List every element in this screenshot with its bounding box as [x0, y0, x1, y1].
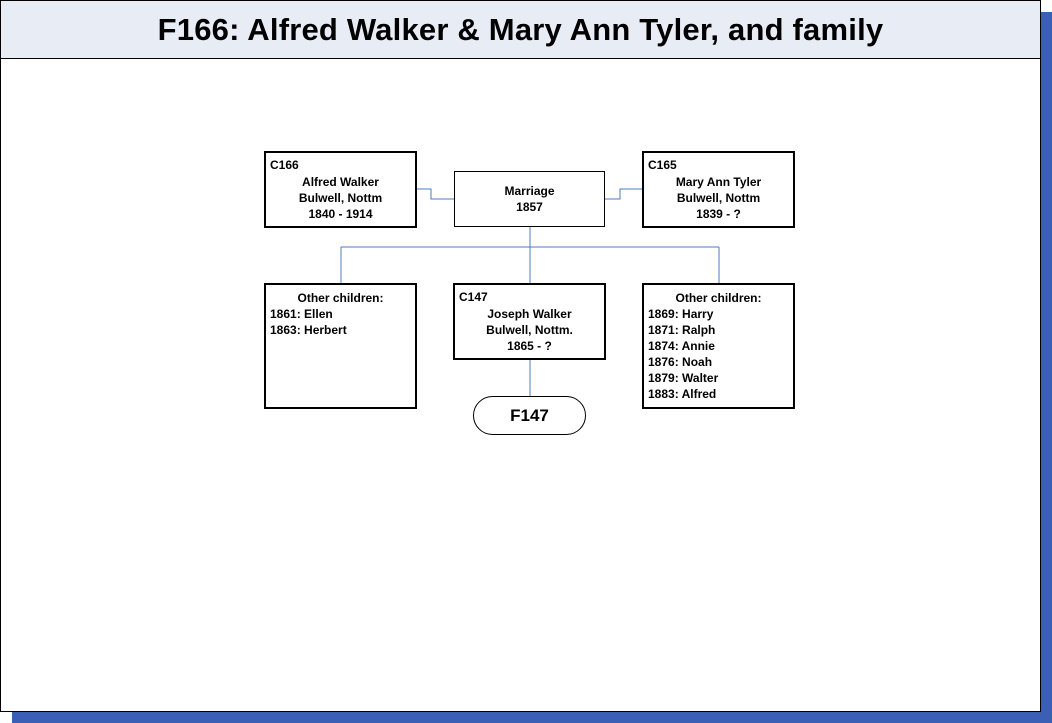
wife-name: Mary Ann Tyler	[675, 175, 762, 189]
list-item: 1883: Alfred	[648, 387, 717, 401]
other-children-right-heading: Other children:	[675, 291, 762, 305]
marriage-box[interactable]: Marriage 1857	[454, 171, 605, 227]
wife-dates: 1839 - ?	[696, 207, 741, 221]
list-item: 1861: Ellen	[270, 307, 333, 321]
list-item: 1874: Annie	[648, 339, 715, 353]
child-place: Bulwell, Nottm.	[486, 323, 573, 337]
child-name: Joseph Walker	[487, 307, 572, 321]
list-item: 1863: Herbert	[270, 323, 347, 337]
husband-marriage-connector	[417, 188, 454, 200]
list-item: 1869: Harry	[648, 307, 714, 321]
child-dates: 1865 - ?	[507, 339, 552, 353]
list-item: 1871: Ralph	[648, 323, 716, 337]
family-link-label: F147	[510, 405, 549, 425]
husband-dates: 1840 - 1914	[308, 207, 373, 221]
child-box[interactable]: C147 Joseph Walker Bulwell, Nottm. 1865 …	[453, 283, 606, 360]
family-link-button[interactable]: F147	[473, 396, 586, 435]
wife-box[interactable]: C165 Mary Ann Tyler Bulwell, Nottm 1839 …	[642, 151, 795, 228]
wife-code: C165	[648, 158, 677, 172]
other-children-left-box[interactable]: Other children: 1861: Ellen 1863: Herber…	[264, 283, 417, 409]
husband-box[interactable]: C166 Alfred Walker Bulwell, Nottm 1840 -…	[264, 151, 417, 228]
wife-place: Bulwell, Nottm	[676, 191, 761, 205]
husband-code: C166	[270, 158, 299, 172]
child-code: C147	[459, 290, 488, 304]
other-children-right-box[interactable]: Other children: 1869: Harry 1871: Ralph …	[642, 283, 795, 409]
other-children-left-heading: Other children:	[297, 291, 384, 305]
list-item: 1876: Noah	[648, 355, 713, 369]
page-title: F166: Alfred Walker & Mary Ann Tyler, an…	[157, 11, 884, 47]
marriage-year: 1857	[516, 200, 543, 214]
husband-name: Alfred Walker	[302, 175, 379, 189]
list-item: 1879: Walter	[648, 371, 719, 385]
title-bar: F166: Alfred Walker & Mary Ann Tyler, an…	[1, 1, 1040, 59]
husband-place: Bulwell, Nottm	[298, 191, 383, 205]
wife-marriage-connector	[605, 188, 643, 200]
marriage-label: Marriage	[504, 184, 555, 198]
